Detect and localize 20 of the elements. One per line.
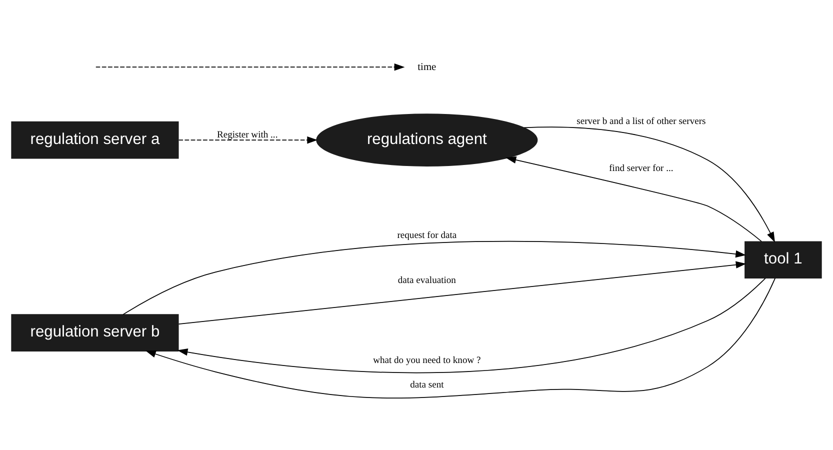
arrow: [122, 240, 746, 315]
arrow: [524, 126, 775, 242]
node-box: tool 1: [744, 241, 822, 279]
arrow: [178, 261, 746, 324]
node-text: time: [418, 62, 436, 73]
node-box: regulation server a: [11, 121, 179, 159]
node-ellipse: regulations agent: [316, 114, 538, 166]
edge-label: data evaluation: [398, 275, 456, 286]
edge-label: request for data: [397, 230, 457, 241]
arrow: [145, 278, 776, 399]
edge-label: data sent: [410, 379, 444, 390]
edge-label: Register with ...: [216, 129, 278, 140]
edge-label: what do you need to know ?: [373, 355, 481, 366]
arrow: [95, 63, 405, 71]
arrow: [177, 278, 766, 374]
node-box: regulation server b: [11, 314, 179, 352]
arrow: [178, 136, 318, 144]
arrow: [506, 156, 762, 242]
edge-label: server b and a list of other servers: [576, 116, 706, 128]
edge-label: find server for ...: [609, 163, 674, 174]
